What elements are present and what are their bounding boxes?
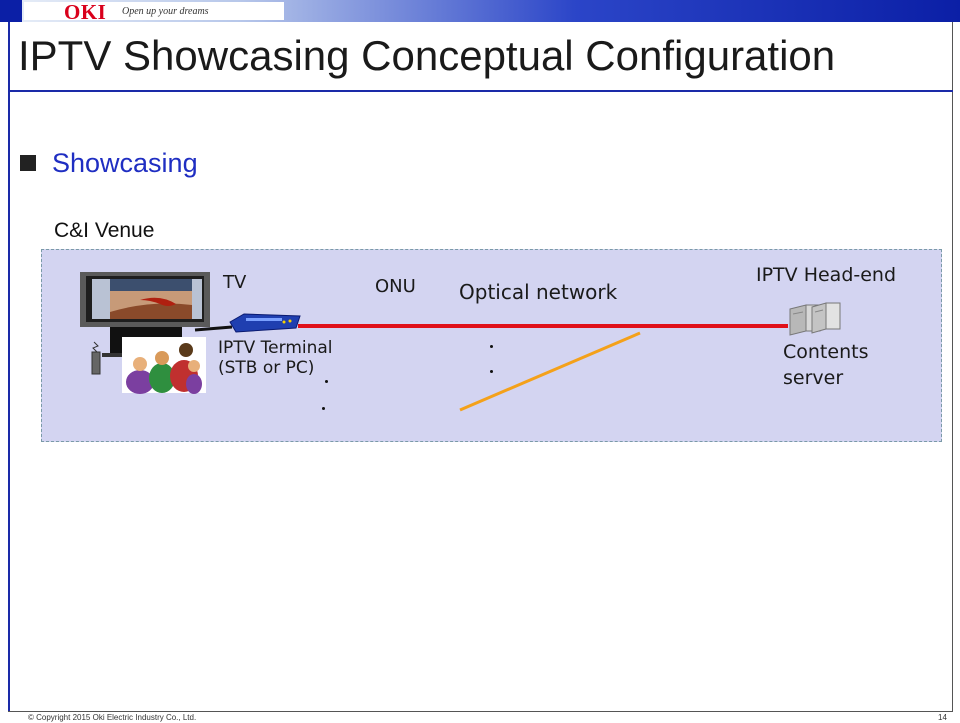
ellipsis-dot [325,380,328,383]
page-number: 14 [938,713,947,722]
title-rule [8,90,953,92]
headend-label: IPTV Head-end [756,264,897,286]
logo-tagline: Open up your dreams [122,6,209,17]
oki-logo: OKI Open up your dreams [24,0,284,24]
stb-device-icon [229,313,301,333]
ellipsis-dot [490,370,493,373]
copyright-text: © Copyright 2015 Oki Electric Industry C… [28,713,197,722]
viewers-icon [122,337,206,394]
page-title: IPTV Showcasing Conceptual Configuration [18,32,836,79]
left-rule [8,22,10,712]
terminal-label: IPTV Terminal [218,338,333,358]
optical-network-label: Optical network [459,280,618,304]
server-icon [789,302,841,336]
contents-server-label: Contents [783,341,869,363]
logo-text: OKI [64,0,107,24]
terminal-sublabel: (STB or PC) [218,358,315,378]
onu-label: ONU [375,276,416,297]
venue-label: C&I Venue [54,219,155,242]
square-bullet-icon [20,155,36,171]
tv-cable [194,325,233,332]
bullet-text: Showcasing [52,148,198,178]
remote-control-icon [91,341,101,375]
tv-icon [80,272,210,357]
ellipsis-dot [490,345,493,348]
header-tab [0,0,22,22]
ellipsis-dot [322,407,325,410]
optical-branch-line [459,331,641,412]
tv-label: TV [223,272,247,293]
contents-server-sublabel: server [783,367,844,389]
right-rule [952,22,953,712]
footer-rule [8,711,953,712]
